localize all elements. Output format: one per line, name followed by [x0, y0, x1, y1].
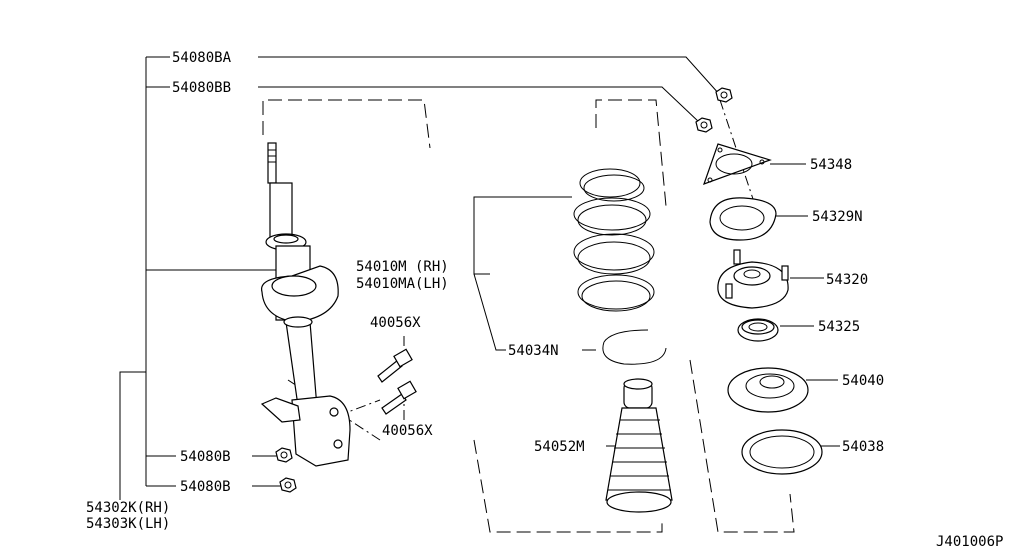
diagram-code: J401006P — [936, 534, 1003, 550]
label-54325: 54325 — [818, 319, 860, 335]
label-54080ba: 54080BA — [172, 50, 232, 66]
label-54034n: 54034N — [508, 343, 559, 359]
label-54348: 54348 — [810, 157, 852, 173]
label-54080b-upper: 54080B — [180, 449, 231, 465]
plate-54348 — [703, 143, 772, 185]
nut-54080b-lower — [279, 477, 297, 493]
spring-seat-54034n — [602, 329, 667, 365]
strut-assembly — [260, 142, 351, 467]
label-54080bb: 54080BB — [172, 80, 231, 96]
label-40056x-upper: 40056X — [370, 315, 421, 331]
label-54303k: 54303K(LH) — [86, 516, 170, 532]
bolt-40056x-upper — [377, 348, 413, 383]
seat-54040 — [727, 367, 809, 413]
coil-spring — [573, 168, 655, 312]
bearing-54325 — [737, 318, 779, 342]
insulator-54329n — [709, 197, 777, 241]
label-54010ma: 54010MA(LH) — [356, 276, 449, 292]
label-54040: 54040 — [842, 373, 884, 389]
nut-54080ba — [715, 87, 733, 103]
nut-54080bb — [695, 117, 713, 133]
insulator-54038 — [741, 429, 823, 475]
label-54302k: 54302K(RH) — [86, 500, 170, 516]
label-54329n: 54329N — [812, 209, 863, 225]
label-54052m: 54052M — [534, 439, 585, 455]
nut-54080b-upper — [275, 447, 293, 463]
label-54038: 54038 — [842, 439, 884, 455]
bump-stop-54052m — [605, 378, 673, 513]
label-54010m: 54010M (RH) — [356, 259, 449, 275]
leader-lines — [119, 56, 840, 500]
label-54320: 54320 — [826, 272, 868, 288]
label-54080b-lower: 54080B — [180, 479, 231, 495]
bolt-40056x-lower — [381, 380, 417, 415]
label-40056x-lower: 40056X — [382, 423, 433, 439]
mount-54320 — [717, 249, 789, 309]
